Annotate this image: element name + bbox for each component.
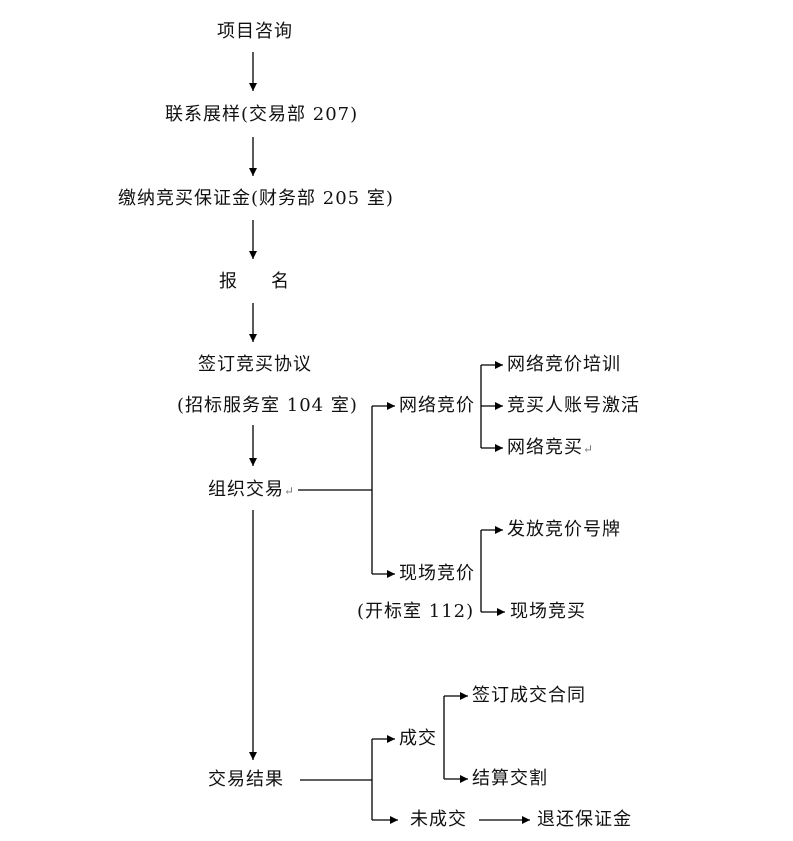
node-online-purchase: 网络竞买↵ (507, 437, 593, 460)
node-onsite-purchase: 现场竞买 (510, 601, 586, 622)
node-pay-deposit: 缴纳竞买保证金(财务部 205 室) (118, 188, 394, 209)
node-online-bid: 网络竞价 (399, 395, 475, 416)
node-issue-paddle: 发放竞价号牌 (507, 519, 621, 540)
organize-trade-text: 组织交易 (208, 479, 284, 500)
node-deal: 成交 (399, 728, 437, 749)
node-refund-deposit: 退还保证金 (537, 809, 632, 830)
online-purchase-text: 网络竞买 (507, 437, 583, 458)
node-onsite-bid: 现场竞价 (399, 563, 475, 584)
paragraph-mark: ↵ (583, 442, 594, 456)
node-online-bid-training: 网络竞价培训 (507, 354, 621, 375)
node-no-deal: 未成交 (410, 809, 467, 830)
node-account-activation: 竞买人账号激活 (507, 395, 640, 416)
node-bid-room: (开标室 112) (357, 601, 475, 622)
node-sign-contract: 签订成交合同 (472, 685, 586, 706)
node-settlement: 结算交割 (472, 768, 548, 789)
node-register-char-2: 名 (271, 271, 290, 292)
node-sign-agreement: 签订竞买协议 (198, 354, 312, 375)
node-contact-viewing: 联系展样(交易部 207) (165, 104, 359, 125)
node-project-consult: 项目咨询 (217, 21, 293, 42)
node-organize-trade: 组织交易↵ (208, 479, 294, 502)
node-trade-result: 交易结果 (208, 769, 284, 790)
node-service-room: (招标服务室 104 室) (177, 395, 358, 416)
paragraph-mark: ↵ (284, 484, 295, 498)
node-register-char-1: 报 (219, 271, 238, 292)
